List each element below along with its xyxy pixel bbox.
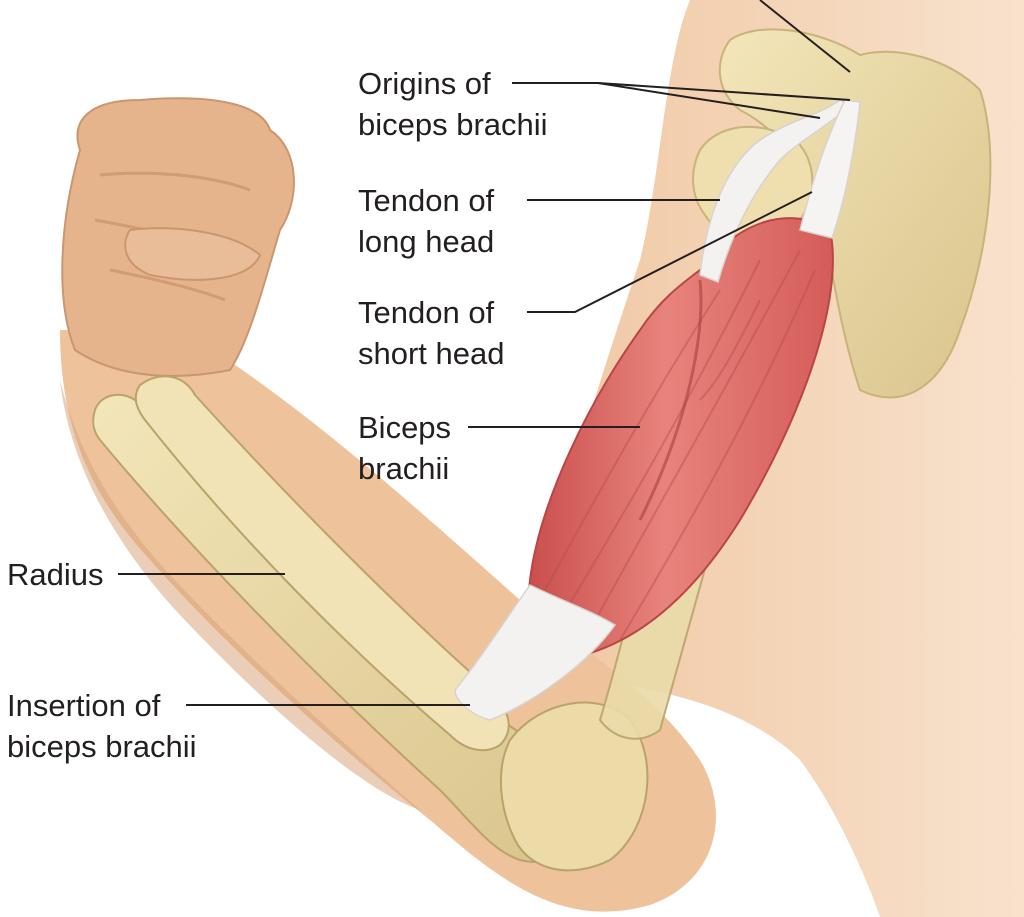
radius-bone — [134, 375, 510, 752]
label-radius-line1: Radius — [7, 557, 104, 592]
label-origins-line2: biceps brachii — [358, 107, 548, 142]
label-radius: Radius — [7, 554, 104, 595]
elbow-joint — [500, 701, 649, 872]
label-origins: Origins of biceps brachii — [358, 63, 548, 145]
label-biceps: Biceps brachii — [358, 407, 451, 489]
thumb — [124, 227, 262, 281]
label-tendon-short: Tendon of short head — [358, 292, 505, 374]
label-tendon-long-line1: Tendon of — [358, 183, 495, 218]
muscle-fibers — [544, 249, 816, 641]
label-insertion-line1: Insertion of — [7, 688, 161, 723]
label-origins-line1: Origins of — [358, 66, 491, 101]
label-tendon-long: Tendon of long head — [358, 180, 494, 262]
tendon-insertion — [454, 584, 617, 721]
leader-tendon-short — [527, 191, 813, 313]
tendon-short-head — [799, 99, 861, 239]
label-tendon-long-line2: long head — [358, 224, 495, 259]
leader-origins-2 — [597, 82, 821, 119]
leader-top — [759, 0, 851, 73]
leader-lines — [118, 0, 851, 706]
label-biceps-line2: brachii — [358, 451, 450, 486]
label-insertion: Insertion of biceps brachii — [7, 685, 197, 767]
label-biceps-line1: Biceps — [358, 410, 452, 445]
label-tendon-short-line1: Tendon of — [358, 295, 495, 330]
label-insertion-line2: biceps brachii — [7, 729, 197, 764]
label-tendon-short-line2: short head — [358, 336, 505, 371]
muscle-divide — [638, 279, 703, 521]
